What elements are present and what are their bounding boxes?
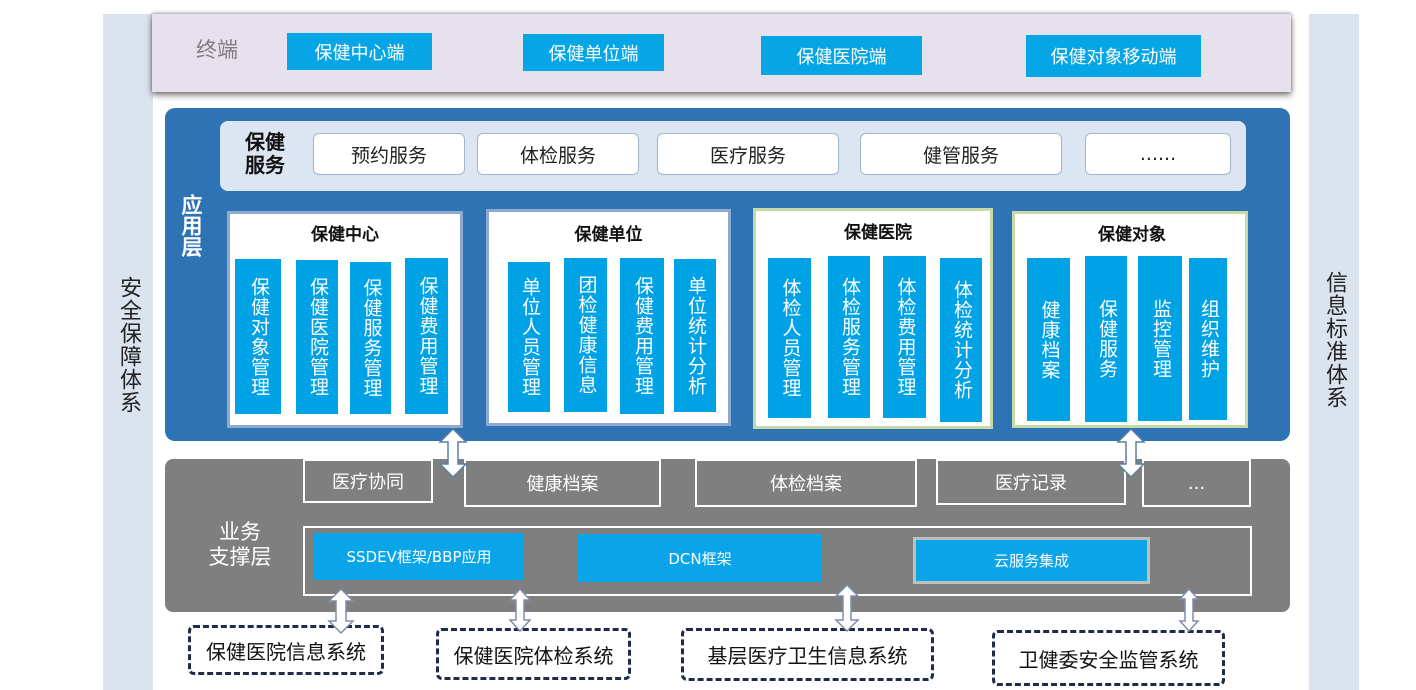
- module-unit-group-health-info[interactable]: 团检健康信息: [564, 258, 607, 412]
- arrow-support-to-hospital-checkup: [508, 587, 532, 633]
- module-hospital-checkup-service[interactable]: 体检服务管理: [828, 256, 870, 418]
- terminal-item-mobile[interactable]: 保健对象移动端: [1026, 35, 1201, 77]
- terminal-item-unit[interactable]: 保健单位端: [523, 34, 664, 71]
- arrow-support-to-health-commission: [1178, 587, 1200, 633]
- service-health-mgmt-button[interactable]: 健管服务: [860, 133, 1062, 175]
- module-center-hospital-mgmt[interactable]: 保健医院管理: [296, 260, 338, 414]
- module-hospital-checkup-fee[interactable]: 体检费用管理: [883, 256, 926, 418]
- framework-ssdev-bbp[interactable]: SSDEV框架/BBP应用: [314, 533, 524, 580]
- info-standard-label: 信息标准体系: [1322, 271, 1347, 409]
- record-medical-record[interactable]: 医疗记录: [936, 459, 1126, 505]
- external-primary-care-system[interactable]: 基层医疗卫生信息系统: [681, 628, 934, 681]
- module-unit-statistics[interactable]: 单位统计分析: [674, 259, 716, 412]
- service-appointment-button[interactable]: 预约服务: [313, 133, 465, 175]
- module-subject-health-record[interactable]: 健康档案: [1027, 258, 1070, 421]
- application-layer-label: 应用层: [179, 193, 203, 257]
- arrow-app-to-support-left: [438, 427, 468, 479]
- module-unit-staff-mgmt[interactable]: 单位人员管理: [508, 262, 550, 412]
- external-hospital-checkup-system[interactable]: 保健医院体检系统: [436, 628, 631, 680]
- module-subject-org-maintain[interactable]: 组织维护: [1189, 258, 1227, 420]
- terminal-item-hospital[interactable]: 保健医院端: [761, 36, 922, 75]
- panel-health-unit-title: 保健单位: [574, 224, 643, 245]
- module-hospital-checkup-stats[interactable]: 体检统计分析: [940, 258, 982, 422]
- right-side-column: [1309, 14, 1359, 690]
- framework-container: [303, 526, 1252, 596]
- service-medical-button[interactable]: 医疗服务: [657, 133, 839, 175]
- module-unit-fee-mgmt[interactable]: 保健费用管理: [620, 258, 664, 414]
- health-service-title: 保健服务: [245, 130, 285, 177]
- panel-health-hospital-title: 保健医院: [844, 222, 912, 243]
- arrow-app-to-support-right: [1116, 427, 1146, 479]
- external-hospital-info-system[interactable]: 保健医院信息系统: [188, 625, 384, 675]
- terminal-item-center[interactable]: 保健中心端: [287, 33, 432, 70]
- panel-health-subject-title: 保健对象: [1098, 224, 1166, 245]
- record-more[interactable]: ...: [1142, 459, 1251, 507]
- module-center-member-mgmt[interactable]: 保健对象管理: [235, 259, 281, 414]
- business-support-label-line1: 业务: [219, 520, 261, 544]
- module-subject-monitor-mgmt[interactable]: 监控管理: [1138, 256, 1182, 421]
- record-checkup-archive[interactable]: 体检档案: [695, 459, 917, 507]
- module-hospital-checkup-staff[interactable]: 体检人员管理: [768, 258, 811, 418]
- framework-dcn[interactable]: DCN框架: [578, 534, 822, 582]
- security-system-label: 安全保障体系: [116, 276, 141, 414]
- module-center-fee-mgmt[interactable]: 保健费用管理: [405, 258, 448, 414]
- left-side-column: [103, 14, 153, 690]
- arrow-support-to-hospital-info: [327, 587, 355, 635]
- service-more-button[interactable]: ......: [1085, 133, 1231, 175]
- module-subject-health-service[interactable]: 保健服务: [1085, 256, 1127, 422]
- module-center-service-mgmt[interactable]: 保健服务管理: [350, 262, 391, 414]
- panel-health-center-title: 保健中心: [311, 224, 379, 245]
- record-medical-collaboration[interactable]: 医疗协同: [303, 459, 433, 503]
- record-health-archive[interactable]: 健康档案: [464, 459, 661, 507]
- terminal-label: 终端: [196, 38, 238, 62]
- external-health-commission-system[interactable]: 卫健委安全监管系统: [992, 630, 1225, 686]
- service-checkup-button[interactable]: 体检服务: [477, 133, 639, 175]
- business-support-label: 业务 支撑层: [195, 517, 285, 573]
- arrow-support-to-primary-care: [834, 583, 860, 633]
- framework-cloud-service[interactable]: 云服务集成: [913, 537, 1150, 584]
- business-support-label-line2: 支撑层: [208, 545, 272, 569]
